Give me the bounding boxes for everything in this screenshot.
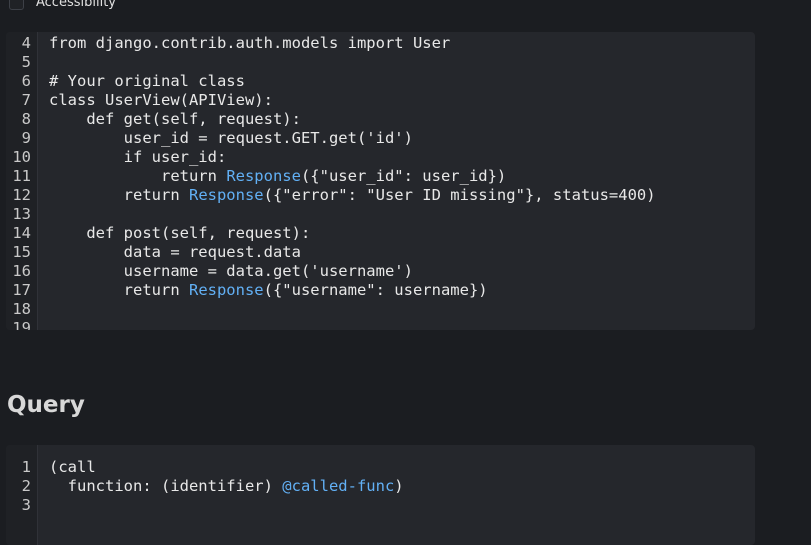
line-number: 8 [21,110,31,128]
code-line[interactable]: 19 [6,319,755,330]
code-line[interactable]: 2 function: (identifier) @called-func) [6,477,755,496]
code-line[interactable]: 14 def post(self, request): [6,224,755,243]
line-content[interactable]: from django.contrib.auth.models import U… [37,34,450,53]
line-content[interactable]: function: (identifier) @called-func) [37,477,404,496]
line-content[interactable] [37,496,49,515]
line-number: 1 [21,458,31,476]
line-number: 3 [21,496,31,514]
line-number: 12 [12,186,31,204]
line-number-gutter [6,445,38,545]
code-token: class UserView(APIView): [49,91,273,109]
line-number: 18 [12,300,31,318]
highlighted-token: Response [188,186,264,204]
code-line[interactable]: 10 if user_id: [6,148,755,167]
line-number: 4 [21,34,31,52]
code-token: ) [394,477,404,495]
query-heading: Query [7,392,85,418]
line-number-gutter [6,32,38,330]
line-number: 9 [21,129,31,147]
code-token: (call [49,458,96,476]
code-token: return [49,281,189,299]
code-token: def post(self, request): [49,224,311,242]
code-editor[interactable]: 4 from django.contrib.auth.models import … [6,32,755,330]
highlighted-token: Response [226,167,301,185]
accessibility-option[interactable]: Accessibility [9,0,116,11]
line-number: 19 [12,319,31,330]
code-line[interactable]: 8 def get(self, request): [6,110,755,129]
line-number: 15 [12,243,31,261]
code-token: ({"user_id": user_id}) [300,167,507,185]
code-token: function: (identifier) [49,477,283,495]
line-content[interactable]: return Response({"error": "User ID missi… [37,186,656,205]
line-content[interactable]: user_id = request.GET.get('id') [37,129,413,148]
code-token: def get(self, request): [49,110,301,128]
code-line[interactable]: 3 [6,496,755,515]
accessibility-checkbox[interactable] [9,0,24,10]
line-content[interactable] [37,300,49,319]
line-number: 16 [12,262,31,280]
code-line[interactable]: 9 user_id = request.GET.get('id') [6,129,755,148]
code-line[interactable]: 17 return Response({"username": username… [6,281,755,300]
line-content[interactable]: if user_id: [37,148,227,167]
line-number: 11 [12,167,31,185]
line-number: 17 [12,281,31,299]
line-number: 5 [21,53,31,71]
line-number: 10 [12,148,31,166]
line-number: 14 [12,224,31,242]
line-number: 6 [21,72,31,90]
code-token: ({"error": "User ID missing"}, status=40… [263,186,656,204]
line-content[interactable]: def get(self, request): [37,110,301,129]
code-line[interactable]: 11 return Response({"user_id": user_id}) [6,167,755,186]
code-token: # Your original class [49,72,245,90]
line-number: 7 [21,91,31,109]
highlighted-token: @called-func [282,477,395,495]
code-line[interactable]: 18 [6,300,755,319]
code-token: ({"username": username}) [263,281,488,299]
code-token: from django.contrib.auth.models import U… [49,34,451,52]
line-content[interactable]: return Response({"user_id": user_id}) [37,167,506,186]
line-content[interactable]: data = request.data [37,243,301,262]
line-number: 2 [21,477,31,495]
line-number: 13 [12,205,31,223]
code-line[interactable]: 4 from django.contrib.auth.models import … [6,34,755,53]
code-token: username = data.get('username') [49,262,413,280]
code-line[interactable]: 7 class UserView(APIView): [6,91,755,110]
code-line[interactable]: 13 [6,205,755,224]
code-line[interactable]: 15 data = request.data [6,243,755,262]
line-content[interactable] [37,205,49,224]
code-token: return [49,167,227,185]
line-content[interactable]: # Your original class [37,72,245,91]
line-content[interactable]: username = data.get('username') [37,262,413,281]
line-content[interactable]: (call [37,458,96,477]
code-token: if user_id: [49,148,227,166]
accessibility-label: Accessibility [36,0,116,10]
code-line[interactable]: 1 (call [6,458,755,477]
code-line[interactable]: 12 return Response({"error": "User ID mi… [6,186,755,205]
highlighted-token: Response [188,281,264,299]
code-line[interactable]: 16 username = data.get('username') [6,262,755,281]
code-token: return [49,186,189,204]
code-token: user_id = request.GET.get('id') [49,129,413,147]
code-lines[interactable]: 4 from django.contrib.auth.models import … [6,34,755,330]
line-content[interactable]: def post(self, request): [37,224,310,243]
line-content[interactable] [37,319,49,330]
line-content[interactable]: class UserView(APIView): [37,91,273,110]
line-content[interactable] [37,53,49,72]
code-token: data = request.data [49,243,301,261]
code-line[interactable]: 5 [6,53,755,72]
code-line[interactable]: 6 # Your original class [6,72,755,91]
line-content[interactable]: return Response({"username": username}) [37,281,488,300]
